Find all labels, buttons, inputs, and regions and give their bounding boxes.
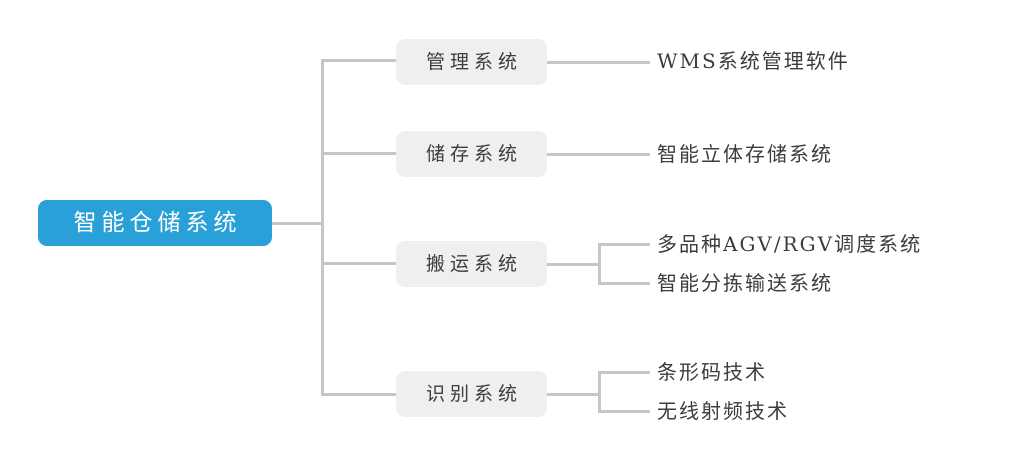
connector-branch-1-to-leaf — [547, 61, 650, 64]
connector-branch-3-to-leaf-1 — [598, 243, 650, 246]
branch-node-4[interactable]: 识别系统 — [396, 371, 547, 417]
connector-branch-3-to-leaf-2 — [598, 282, 650, 285]
connector-trunk-to-branch-4 — [321, 393, 399, 396]
connector-trunk-to-branch-2 — [321, 152, 399, 155]
branch-node-1-label: 管理系统 — [425, 50, 522, 73]
connector-branch-4-stub — [547, 393, 601, 396]
connector-branch-4-to-leaf-2 — [598, 410, 650, 413]
connector-trunk-to-branch-1 — [321, 59, 399, 62]
leaf-text-4-2: 无线射频技术 — [657, 399, 789, 423]
connector-trunk-to-branch-3 — [321, 262, 399, 265]
leaf-text-3-1: 多品种AGV/RGV调度系统 — [657, 232, 923, 256]
connector-branch-3-bracket — [598, 243, 601, 285]
branch-node-3[interactable]: 搬运系统 — [396, 241, 547, 287]
branch-node-3-label: 搬运系统 — [425, 252, 522, 275]
connector-branch-4-bracket — [598, 371, 601, 413]
root-node[interactable]: 智能仓储系统 — [38, 200, 272, 246]
connector-branch-2-to-leaf — [547, 153, 650, 156]
connector-branch-3-stub — [547, 263, 601, 266]
leaf-text-1-1: WMS系统管理软件 — [657, 49, 850, 73]
branch-node-2-label: 储存系统 — [425, 142, 522, 165]
connector-trunk-spine — [321, 59, 324, 396]
leaf-text-2-1: 智能立体存储系统 — [657, 142, 833, 166]
connector-branch-4-to-leaf-1 — [598, 371, 650, 374]
leaf-text-3-2: 智能分拣输送系统 — [657, 271, 833, 295]
leaf-text-4-1: 条形码技术 — [657, 360, 767, 384]
branch-node-2[interactable]: 储存系统 — [396, 131, 547, 177]
root-node-label: 智能仓储系统 — [73, 209, 242, 236]
branch-node-4-label: 识别系统 — [425, 382, 522, 405]
connector-root-stub — [272, 222, 324, 225]
branch-node-1[interactable]: 管理系统 — [396, 39, 547, 85]
